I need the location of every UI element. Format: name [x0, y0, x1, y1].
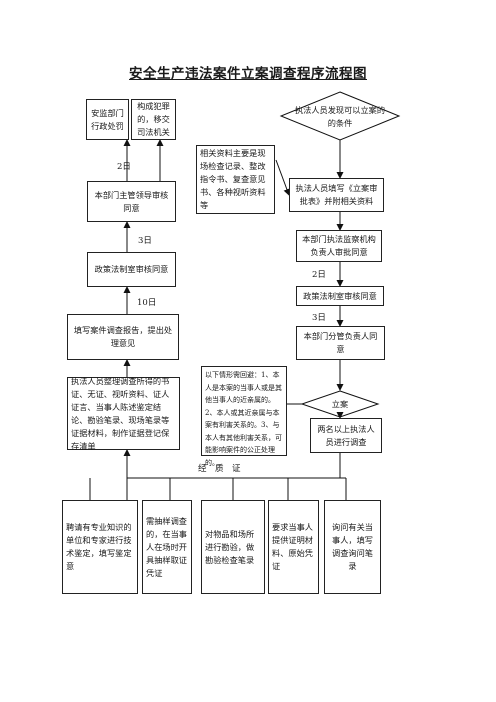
start-condition-text: 执法人员发现可以立案的的条件	[294, 105, 386, 128]
dept-head-approve-box: 本部门主管领导审核同意	[87, 181, 176, 222]
legal-office-approve-right-box: 政策法制室审核同意	[296, 286, 384, 306]
dept-leader-approve-box: 本部门分管负责人同意	[296, 326, 385, 360]
two-officers-box: 两名以上执法人员进行调查	[310, 418, 382, 453]
duration-label-2: 3日	[138, 236, 152, 246]
duration-label-4: 2日	[312, 270, 326, 280]
materials-note-box: 相关资料主要是现场检查记录、整改指令书、复查意见书、各种视听资料等	[196, 145, 275, 214]
page-title: 安全生产违法案件立案调查程序流程图	[129, 66, 367, 82]
bottom-box-inspection: 对物品和场所进行勘验，做勘验检查笔录	[201, 500, 265, 594]
bottom-box-sampling: 需抽样调查的，在当事人在场时开具抽样取证凭证	[142, 500, 192, 594]
fill-approval-box: 执法人员填写《立案审批表》并附相关资料	[289, 178, 384, 212]
bottom-box-proof-materials: 要求当事人提供证明材料、原始凭证	[268, 500, 319, 594]
bottom-box-expert-appraisal: 聘请有专业知识的单位和专家进行技术鉴定，填写鉴定意	[62, 500, 138, 594]
evidence-check-label: 经 质 证	[198, 464, 241, 474]
judicial-transfer-box: 构成犯罪的，移交司法机关	[131, 99, 176, 140]
duration-label-5: 3日	[312, 313, 326, 323]
legal-office-approve-left-box: 政策法制室审核同意	[87, 252, 176, 287]
duration-label-3: 10日	[137, 298, 157, 308]
file-case-text: 立案	[331, 399, 349, 409]
duration-label-1: 2日	[117, 162, 131, 172]
admin-penalty-box: 安监部门行政处罚	[86, 99, 129, 140]
organize-evidence-box: 执法人员整理调查所得的书证、无证、视听资料、证人证言、当事人陈述鉴定结论、勘验笔…	[67, 376, 180, 451]
bottom-box-inquiry: 询问有关当事人，填写调查询问笔录	[324, 500, 381, 594]
write-report-box: 填写案件调查报告，提出处理意见	[67, 314, 179, 360]
supervision-head-box: 本部门执法监察机构负责人审批同意	[296, 230, 382, 262]
recusal-note-box: 以下情形需回避：1、本人是本案的当事人或是其他当事人的近亲属的。2、本人或其近亲…	[201, 366, 287, 467]
